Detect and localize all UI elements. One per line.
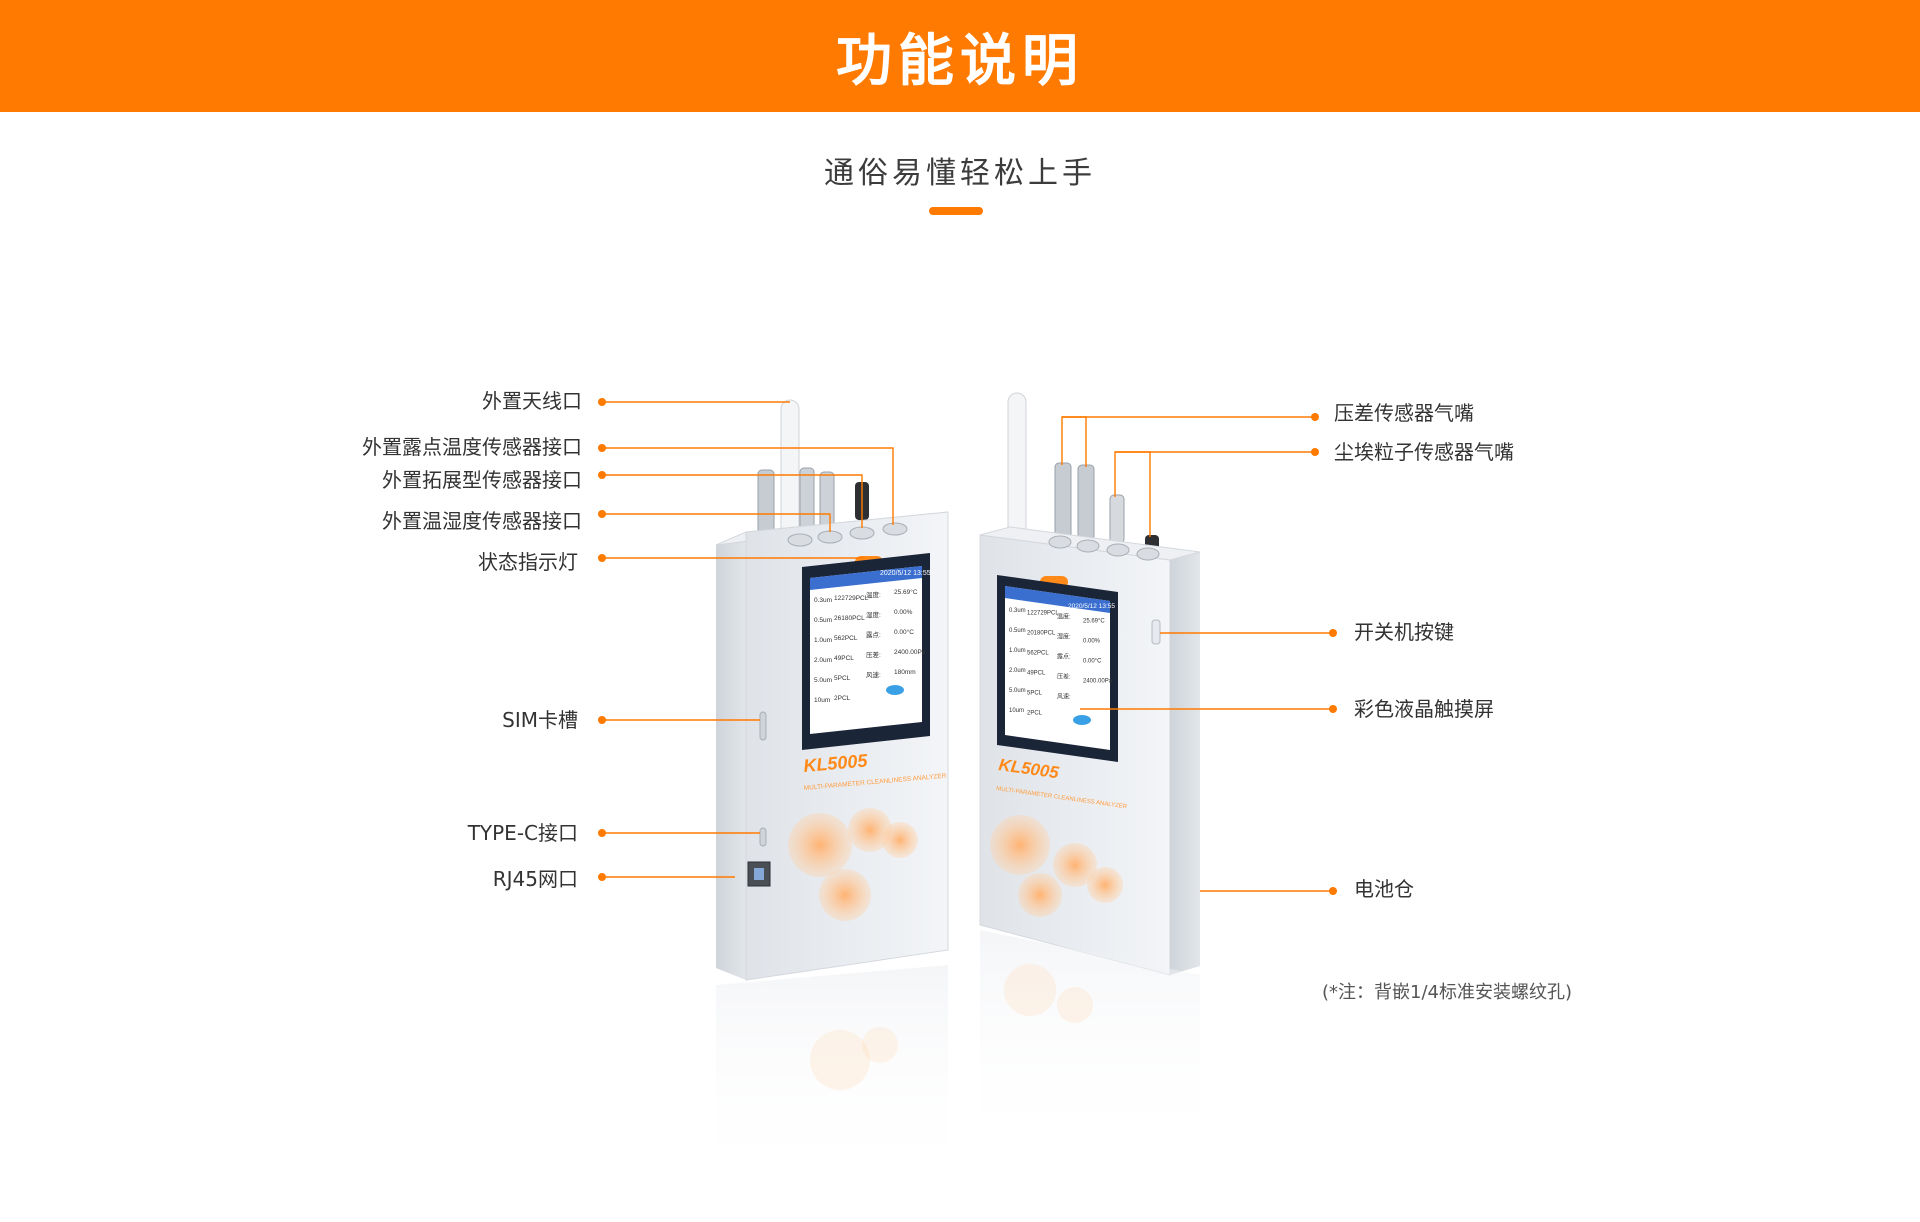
screen-cell: 0.00°C xyxy=(1083,658,1102,664)
label-sim-slot: SIM卡槽 xyxy=(502,708,578,732)
screen-cell: 5.0um xyxy=(1009,688,1026,694)
screen-cell: 49PCL xyxy=(1027,671,1046,677)
screen-cell: 0.3um xyxy=(814,597,832,604)
screen-cell: 2PCL xyxy=(1027,711,1043,717)
screen-cell: 温度: xyxy=(1057,613,1071,621)
right-antenna xyxy=(1007,392,1027,544)
label-status-light: 状态指示灯 xyxy=(478,550,578,574)
screen-cell: 10um xyxy=(814,697,830,704)
screen-cell: 露点: xyxy=(866,631,881,639)
label-external-antenna: 外置天线口 xyxy=(482,389,582,413)
page-title: 功能说明 xyxy=(836,28,1084,94)
screen-cell: 1.0um xyxy=(1009,648,1026,654)
left-sim-slot xyxy=(759,711,767,741)
left-screen-clock: 2020/5/12 13:55 xyxy=(880,570,931,577)
screen-cell: 风速: xyxy=(866,671,881,679)
page-subtitle: 通俗易懂轻松上手 xyxy=(824,156,1096,191)
screen-cell: 10um xyxy=(1009,708,1024,714)
label-dust-sensor-nozzle: 尘埃粒子传感器气嘴 xyxy=(1334,440,1514,464)
screen-cell: 2.0um xyxy=(1009,668,1026,674)
screen-cell: 0.00% xyxy=(1083,638,1101,644)
screen-cell: 2PCL xyxy=(834,695,851,702)
label-pressure-nozzle: 压差传感器气嘴 xyxy=(1334,401,1474,425)
screen-cell: 180mm xyxy=(894,669,916,676)
mounting-note: (*注：背嵌1/4标准安装螺纹孔) xyxy=(1322,982,1573,1003)
screen-cell: 20180PCL xyxy=(1027,631,1056,637)
screen-cell: 0.3um xyxy=(1009,608,1026,614)
right-screen-clock: 2020/5/12 13:55 xyxy=(1068,603,1115,610)
screen-cell: 122729PCL xyxy=(1027,611,1059,617)
left-leader-dots xyxy=(598,398,606,881)
screen-cell: 26180PCL xyxy=(834,615,865,622)
right-pressure-nozzle-1 xyxy=(1054,462,1072,539)
screen-cell: 0.00% xyxy=(894,609,913,616)
screen-cell: 压差: xyxy=(866,650,881,659)
title-divider xyxy=(929,207,983,215)
right-leader-dots xyxy=(1311,413,1337,895)
label-battery-compartment: 电池仓 xyxy=(1354,877,1414,901)
screen-cell: 0.5um xyxy=(814,617,832,624)
screen-cell: 0.5um xyxy=(1009,628,1026,634)
screen-cell: 风速: xyxy=(1057,694,1071,701)
screen-cell: 2.0um xyxy=(814,657,832,664)
screen-cell: 562PCL xyxy=(1027,651,1049,657)
label-temp-humidity-sensor-port: 外置温湿度传感器接口 xyxy=(382,509,582,533)
screen-cell: 122729PCL xyxy=(834,595,869,602)
screen-cell: 5PCL xyxy=(834,675,851,682)
screen-cell: 湿度: xyxy=(866,610,881,619)
screen-cell: 露点: xyxy=(1057,653,1071,661)
screen-cell: 49PCL xyxy=(834,655,854,662)
right-side-face xyxy=(1170,552,1200,975)
screen-cell: 562PCL xyxy=(834,635,858,642)
label-typec-port: TYPE-C接口 xyxy=(467,821,578,845)
screen-cell: 25.69°C xyxy=(894,588,918,596)
right-leader-lines xyxy=(1061,416,1333,892)
label-dewpoint-sensor-port: 外置露点温度传感器接口 xyxy=(362,435,582,459)
left-typec-port xyxy=(759,827,767,847)
right-pressure-nozzle-2 xyxy=(1077,464,1095,541)
right-dust-nozzle xyxy=(1109,494,1125,544)
screen-cell: 1.0um xyxy=(814,637,832,644)
label-extension-sensor-port: 外置拓展型传感器接口 xyxy=(382,468,582,492)
screen-cell: 5PCL xyxy=(1027,691,1043,697)
screen-cell: 2400.00Pa xyxy=(1083,678,1113,684)
screen-cell: 5.0um xyxy=(814,677,832,684)
screen-cell: 25.69°C xyxy=(1083,618,1105,624)
label-touch-screen: 彩色液晶触摸屏 xyxy=(1354,697,1494,721)
top-banner: 功能说明 xyxy=(0,0,1920,112)
screen-cell: 湿度: xyxy=(1057,633,1071,641)
left-leader-lines xyxy=(602,401,894,878)
label-power-button: 开关机按键 xyxy=(1354,620,1454,644)
right-power-button xyxy=(1151,619,1161,645)
screen-cell: 温度: xyxy=(866,590,881,599)
screen-cell: 压差: xyxy=(1057,673,1071,681)
screen-cell: 2400.00Pa xyxy=(894,649,926,656)
label-rj45-port: RJ45网口 xyxy=(492,867,578,891)
screen-cell: 0.00°C xyxy=(894,628,914,636)
left-side-face xyxy=(716,532,746,980)
